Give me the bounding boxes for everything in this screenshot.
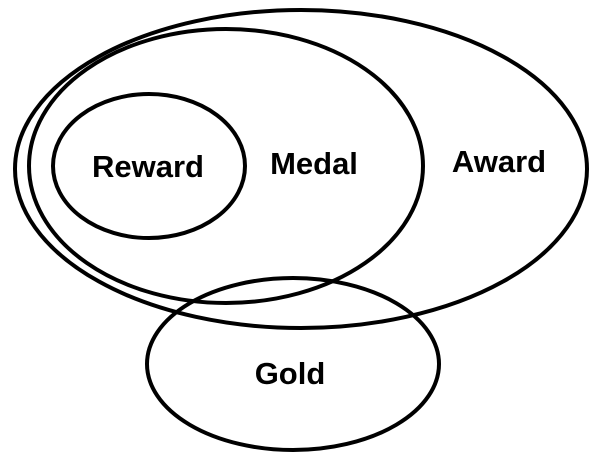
- medal-set-ellipse: [27, 27, 425, 305]
- medal-label: Medal: [270, 146, 358, 181]
- award-label: Award: [452, 144, 546, 179]
- reward-set-ellipse: [51, 92, 247, 240]
- reward-label: Reward: [92, 149, 204, 184]
- gold-label: Gold: [255, 356, 326, 391]
- gold-set-ellipse: [145, 276, 441, 452]
- award-set-ellipse: [13, 8, 589, 330]
